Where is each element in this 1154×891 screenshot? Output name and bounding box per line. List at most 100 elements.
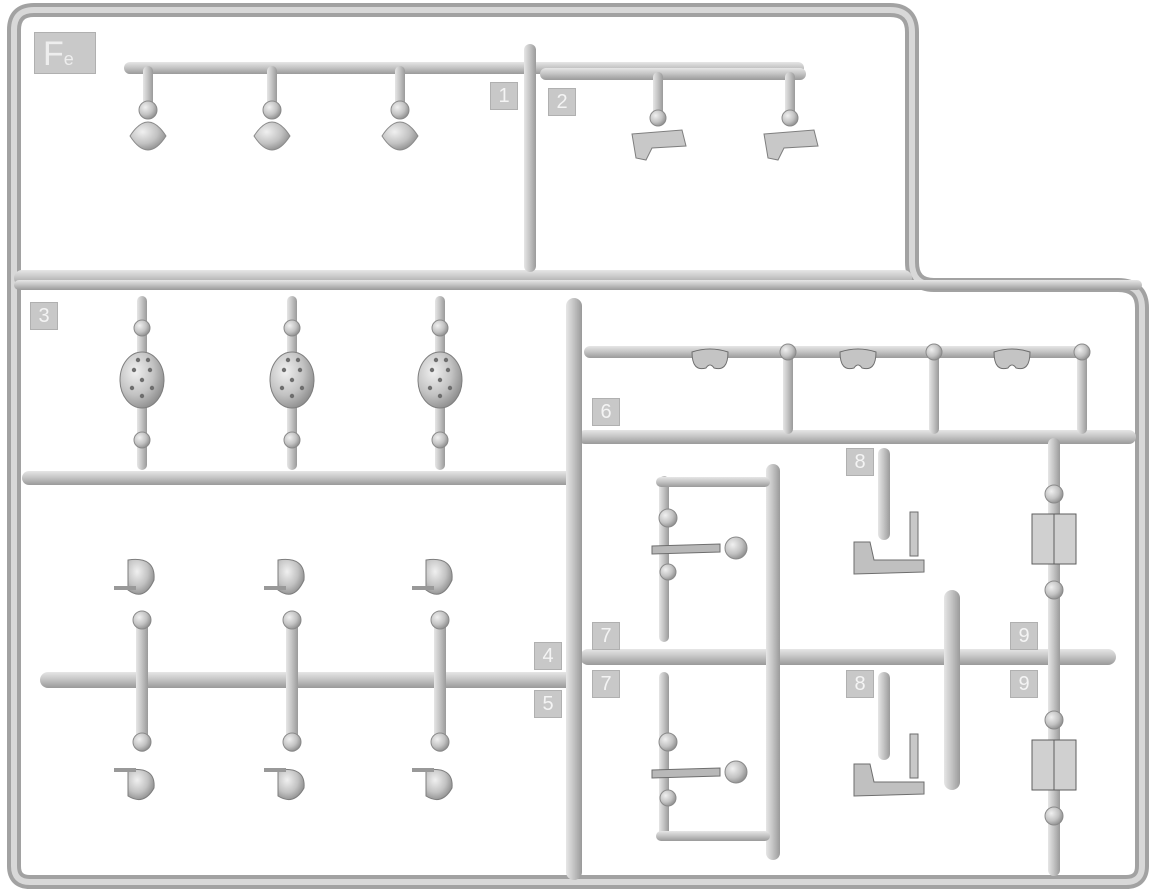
- head-lower-sprue: [264, 768, 286, 772]
- helmet-gate: [138, 100, 158, 120]
- head-stem: [434, 612, 446, 752]
- grenade-gate: [283, 319, 301, 337]
- goggles-part: [993, 348, 1031, 370]
- grenade-gate: [283, 431, 301, 449]
- head-lower-part: [277, 768, 305, 801]
- grenade-dimple: [281, 367, 287, 373]
- helmet-gate: [390, 100, 410, 120]
- part-number-7b: 7: [592, 670, 620, 698]
- grenade-dimple: [427, 385, 433, 391]
- goggles-part: [839, 348, 877, 370]
- head-upper-part: [277, 558, 305, 595]
- grenade-dimple: [279, 385, 285, 391]
- head-upper-sprue: [114, 586, 136, 590]
- parts: [114, 100, 1091, 826]
- grenade-gate: [431, 431, 449, 449]
- part-number-5: 5: [534, 690, 562, 718]
- runner-grenade-bottom: [22, 471, 574, 485]
- smg-stem: [878, 448, 890, 540]
- goggle-stem: [929, 344, 939, 434]
- head-lower-sprue: [412, 768, 434, 772]
- helmet-stem: [395, 66, 405, 110]
- head-lower-sprue: [114, 768, 136, 772]
- sling-strap: [651, 767, 721, 779]
- smg-part: [853, 541, 925, 575]
- grenade-dimple: [289, 393, 295, 399]
- smg-magazine: [909, 733, 919, 779]
- smg-part: [853, 763, 925, 797]
- smg-side-rod: [944, 590, 960, 790]
- grenade-dimple: [145, 357, 151, 363]
- grenade-dimple: [129, 385, 135, 391]
- grenade-dimple: [295, 357, 301, 363]
- grenade-dimple: [429, 367, 435, 373]
- holster-part: [631, 129, 687, 161]
- grenade-dimple: [147, 367, 153, 373]
- helmet-part: [129, 121, 167, 151]
- part-number-8b: 8: [846, 670, 874, 698]
- head-gate: [132, 732, 152, 752]
- grenade-dimple: [437, 377, 443, 383]
- goggle-gate: [1073, 343, 1091, 361]
- holster-stem: [785, 72, 795, 118]
- part-number-1: 1: [490, 82, 518, 110]
- head-gate: [430, 732, 450, 752]
- pouch-gate: [1044, 580, 1064, 600]
- head-lower-part: [127, 768, 155, 801]
- smg-stem: [878, 672, 890, 760]
- head-upper-part: [425, 558, 453, 595]
- sprue-letter-tag: Fe: [34, 32, 96, 74]
- grenade-dimple: [149, 385, 155, 391]
- sling-bottom: [656, 831, 770, 841]
- runner-head-center: [40, 672, 574, 688]
- part-number-8a: 8: [846, 448, 874, 476]
- runner-upper-split: [524, 44, 536, 272]
- runner-sling-vertical: [766, 464, 780, 860]
- part-number-7a: 7: [592, 622, 620, 650]
- grenade-dimple: [447, 385, 453, 391]
- sling-stem: [659, 672, 669, 840]
- head-gate: [430, 610, 450, 630]
- grenade-dimple: [135, 357, 141, 363]
- part-number-4: 4: [534, 642, 562, 670]
- pouch-gate: [1044, 710, 1064, 730]
- holster-stem: [653, 72, 663, 118]
- helmet-gate: [262, 100, 282, 120]
- goggle-gate: [925, 343, 943, 361]
- sling-top: [656, 477, 770, 487]
- runners: [14, 44, 1142, 880]
- sling-gate: [659, 563, 677, 581]
- grenade-gate: [431, 319, 449, 337]
- grenade-dimple: [299, 385, 305, 391]
- holster-gate: [649, 109, 667, 127]
- grenade-dimple: [139, 377, 145, 383]
- sling-stem: [659, 476, 669, 642]
- part-number-6: 6: [592, 398, 620, 426]
- runner-goggles-bottom: [578, 430, 1136, 444]
- runner-main-vertical: [566, 298, 582, 880]
- grenade-gate: [133, 319, 151, 337]
- head-stem: [286, 612, 298, 752]
- head-gate: [282, 610, 302, 630]
- goggles-part: [691, 348, 729, 370]
- runner-top: [14, 280, 1142, 290]
- head-gate: [282, 732, 302, 752]
- sling-strap: [651, 543, 721, 555]
- head-gate: [132, 610, 152, 630]
- goggle-stem: [783, 344, 793, 434]
- grenade-dimple: [285, 357, 291, 363]
- head-lower-part: [425, 768, 453, 801]
- sling-gate: [659, 789, 677, 807]
- sling-gate: [658, 508, 678, 528]
- part-number-3: 3: [30, 302, 58, 330]
- part-number-9b: 9: [1010, 670, 1038, 698]
- grenade-dimple: [443, 357, 449, 363]
- smg-magazine: [909, 511, 919, 557]
- sling-gate: [658, 732, 678, 752]
- goggle-stem: [1077, 344, 1087, 434]
- sling-buckle: [724, 760, 748, 784]
- head-stem: [136, 612, 148, 752]
- holster-part: [763, 129, 819, 161]
- pouch-gate: [1044, 806, 1064, 826]
